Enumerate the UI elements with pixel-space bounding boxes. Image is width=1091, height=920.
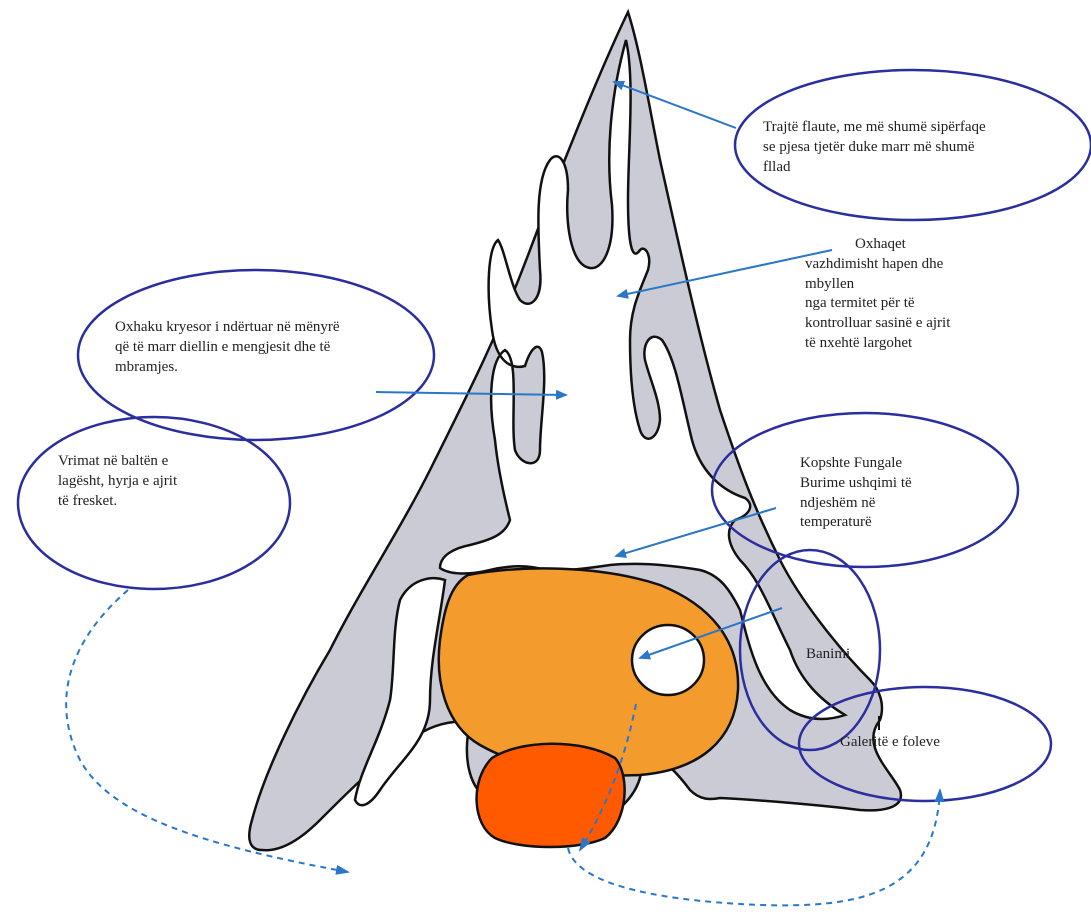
label-flute: Trajtë flaute, me më shumë sipërfaqe se … (763, 118, 986, 177)
cellar-chamber (477, 744, 625, 847)
label-galleries: Galeritë e foleve (840, 733, 940, 753)
label-living: Banimi (806, 645, 850, 665)
label-main-chimney: Oxhaku kryesor i ndërtuar në mënyrë që t… (115, 318, 340, 377)
label-fungus: Kopshte Fungale Burime ushqimi të ndjesh… (800, 454, 912, 533)
living-hollow (632, 625, 704, 695)
label-vents: Vrimat në baltën e lagësht, hyrja e ajri… (58, 452, 177, 511)
label-chimneys: Oxhaqet vazhdimisht hapen dhe mbyllen ng… (805, 235, 950, 354)
